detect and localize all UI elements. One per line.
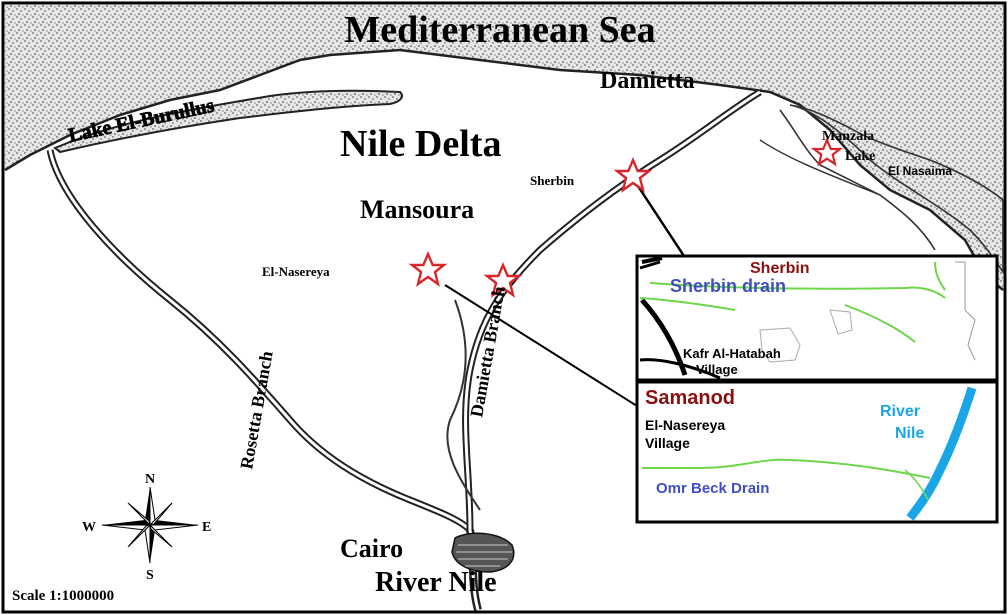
inset-samanod: Samanod El-Nasereya Village River Nile O… bbox=[635, 380, 999, 524]
label-el-nasaima: El Nasaima bbox=[888, 164, 952, 178]
star-sherbin[interactable] bbox=[613, 156, 653, 193]
inset-sherbin-drain: Sherbin drain bbox=[670, 276, 786, 296]
label-cairo: Cairo bbox=[340, 534, 403, 563]
label-mediterranean-sea: Mediterranean Sea bbox=[344, 9, 655, 51]
inset-samanod-river-2: Nile bbox=[895, 425, 924, 442]
manzala-shore bbox=[779, 109, 936, 251]
leader-line-samanod bbox=[444, 284, 638, 407]
inset-samanod-village: El-Nasereya bbox=[645, 417, 725, 433]
compass-s: S bbox=[146, 568, 154, 583]
canal-east bbox=[446, 299, 481, 511]
inset-samanod-title: Samanod bbox=[645, 387, 735, 409]
damietta-branch-inner bbox=[464, 90, 761, 531]
label-scale: Scale 1:1000000 bbox=[12, 588, 114, 604]
inset-sherbin-village: Kafr Al-Hatabah bbox=[683, 346, 781, 361]
star-manzala[interactable] bbox=[810, 137, 844, 167]
rosetta-branch-inner bbox=[48, 149, 472, 532]
inset-samanod-river: River bbox=[880, 403, 920, 420]
manzala-shore-2 bbox=[759, 139, 881, 196]
cairo-area bbox=[451, 532, 515, 573]
label-nile-delta: Nile Delta bbox=[340, 123, 501, 165]
label-sherbin: Sherbin bbox=[530, 173, 575, 188]
coastline bbox=[4, 48, 1004, 291]
inset-sherbin-village-2: Village bbox=[696, 362, 738, 377]
lake-burullus bbox=[53, 89, 403, 154]
label-manzala: Manzala bbox=[822, 129, 874, 144]
label-river-nile: River Nile bbox=[375, 567, 497, 598]
compass-w: W bbox=[82, 520, 96, 535]
inset-sherbin: Sherbin Sherbin drain Kafr Al-Hatabah Vi… bbox=[635, 254, 999, 382]
label-manzala-lake: Lake bbox=[845, 149, 875, 164]
star-samanod[interactable] bbox=[483, 261, 523, 298]
leader-line-sherbin bbox=[632, 179, 686, 257]
star-el-nasereya[interactable] bbox=[408, 250, 448, 287]
label-el-nasereya: El-Nasereya bbox=[262, 264, 330, 279]
inset-samanod-drain: Omr Beck Drain bbox=[656, 480, 769, 497]
label-damietta: Damietta bbox=[600, 68, 695, 94]
cairo-hatching bbox=[456, 544, 512, 567]
compass-n: N bbox=[145, 472, 155, 487]
inset-sherbin-title: Sherbin bbox=[750, 260, 810, 277]
compass-rose: N S E W bbox=[82, 472, 211, 583]
manzala-lake bbox=[789, 104, 1004, 275]
compass-e: E bbox=[202, 520, 211, 535]
label-mansoura: Mansoura bbox=[360, 195, 474, 224]
inset-samanod-village-2: Village bbox=[645, 435, 690, 451]
